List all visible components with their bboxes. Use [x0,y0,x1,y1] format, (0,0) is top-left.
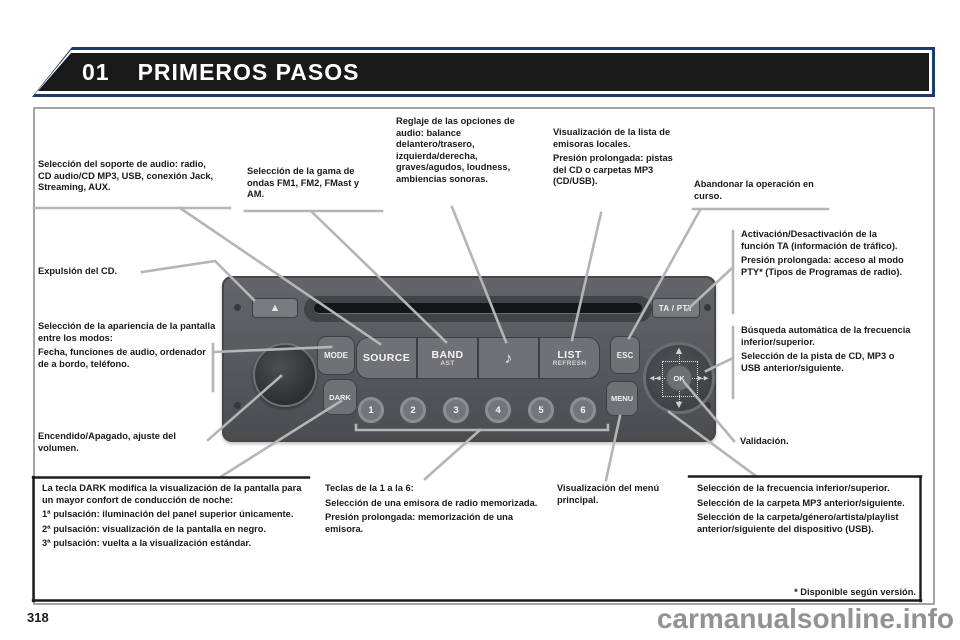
refresh-label: REFRESH [552,360,587,367]
dpad-down-icon: ▼ [673,399,685,411]
dark-button: DARK [323,379,357,415]
eject-button: ▲ [252,298,298,318]
callout-text: Visualización del menú principal. [557,483,660,505]
callout-text: Selección de la gama de ondas FM1, FM2, … [247,166,360,199]
preset-button-5: 5 [526,395,556,425]
callout-display-mode: Selección de la apariencia de la pantall… [38,321,216,373]
screw-icon [234,304,241,311]
callout-text: Reglaje de las opciones de audio: balanc… [396,116,515,184]
callout-text: Abandonar la operación en curso. [694,179,814,201]
ta-pty-button: TA / PTY [652,298,700,318]
preset-button-2: 2 [398,395,428,425]
callout-text: 2ª pulsación: visualización de la pantal… [42,523,267,534]
eject-icon: ▲ [269,302,281,314]
volume-knob [253,343,317,407]
callout-text: 3ª pulsación: vuelta a la visualización … [42,538,252,548]
page-title: PRIMEROS PASOS [137,58,360,85]
callout-dark-key: La tecla DARK modifica la visualización … [42,483,312,553]
callout-text: Encendido/Apagado, ajuste del volumen. [38,431,176,453]
cd-slot [304,296,652,322]
band-label: BAND [431,349,464,361]
callout-ta-pty: Activación/Desactivación de la función T… [741,229,913,281]
callout-cancel: Abandonar la operación en curso. [694,179,834,205]
title-bar: 01 PRIMEROS PASOS [32,47,935,97]
title-bar-inner: 01 PRIMEROS PASOS [38,53,929,91]
callout-text: Selección de la apariencia de la pantall… [38,321,216,343]
chapter-number: 01 [82,58,110,85]
callout-main-menu: Visualización del menú principal. [557,483,691,509]
callout-text: 1ª pulsación: iluminación del panel supe… [42,509,294,519]
callout-text: Expulsión del CD. [38,266,118,276]
dpad-up-icon: ▲ [673,345,685,357]
preset-button-1: 1 [356,395,386,425]
ok-button: OK [666,365,692,391]
main-button-group: SOURCE BAND AST ♪ LIST REFRESH [356,337,600,379]
menu-button: MENU [606,381,638,416]
seek-forward-icon: ►► [696,373,710,383]
radio-unit: ▲ TA / PTY MODE DARK SOURCE BAND AST ♪ L… [222,276,716,442]
callout-text: Selección de la carpeta MP3 anterior/sig… [697,497,905,508]
callout-text: Selección de una emisora de radio memori… [325,497,538,508]
esc-button: ESC [610,336,640,374]
screw-icon [704,304,711,311]
callout-text: Presión prolongada: memorización de una … [325,512,514,534]
callout-text: Fecha, funciones de audio, ordenador de … [38,347,206,369]
seek-back-icon: ◄◄ [648,373,662,383]
callout-preset-keys: Teclas de la 1 a la 6: Selección de una … [325,483,549,538]
callout-manual-search: Selección de la frecuencia inferior/supe… [697,483,915,538]
callout-volume: Encendido/Apagado, ajuste del volumen. [38,431,210,457]
audio-settings-button: ♪ [477,338,538,378]
callout-waveband: Selección de la gama de ondas FM1, FM2, … [247,166,365,204]
callout-text: Selección del soporte de audio: radio, C… [38,159,214,192]
list-button: LIST REFRESH [538,338,599,378]
source-button: SOURCE [357,338,416,378]
cd-slot-slit [314,303,642,314]
callout-text: Búsqueda automática de la frecuencia inf… [741,325,911,347]
callout-text: Selección de la frecuencia inferior/supe… [697,483,890,493]
screw-icon [704,402,711,409]
preset-button-4: 4 [483,395,513,425]
callout-text: Teclas de la 1 a la 6: [325,483,414,493]
preset-button-3: 3 [441,395,471,425]
mode-button: MODE [317,336,355,375]
screw-icon [234,402,241,409]
callout-validation: Validación. [740,436,850,451]
dpad: ▲ ▼ ◄◄ ►► OK [643,342,715,414]
callout-audio-options: Reglaje de las opciones de audio: balanc… [396,116,518,188]
page-number: 318 [27,610,49,625]
content-frame [33,107,935,605]
callout-text: Visualización de la lista de emisoras lo… [553,127,671,149]
band-button: BAND AST [416,338,477,378]
callout-cd-eject: Expulsión del CD. [38,266,168,281]
ast-label: AST [440,360,455,367]
callout-text: Activación/Desactivación de la función T… [741,229,898,251]
callout-text: Presión prolongada: acceso al modo PTY* … [741,255,904,277]
footnote: * Disponible según versión. [794,587,916,597]
callout-media-source: Selección del soporte de audio: radio, C… [38,159,214,197]
callout-text: Selección de la carpeta/género/artista/p… [697,512,899,534]
callout-text: Validación. [740,436,789,446]
callout-text: Selección de la pista de CD, MP3 o USB a… [741,351,895,373]
preset-button-6: 6 [568,395,598,425]
watermark: carmanualsonline.info [656,603,954,634]
callout-text: Presión prolongada: pistas del CD o carp… [553,153,673,186]
callout-auto-search: Búsqueda automática de la frecuencia inf… [741,325,913,377]
source-label: SOURCE [362,352,411,364]
music-note-icon: ♪ [504,349,513,367]
list-label: LIST [557,349,582,361]
callout-text: La tecla DARK modifica la visualización … [42,483,302,505]
callout-station-list: Visualización de la lista de emisoras lo… [553,127,685,191]
ok-dotted-square [662,361,698,397]
